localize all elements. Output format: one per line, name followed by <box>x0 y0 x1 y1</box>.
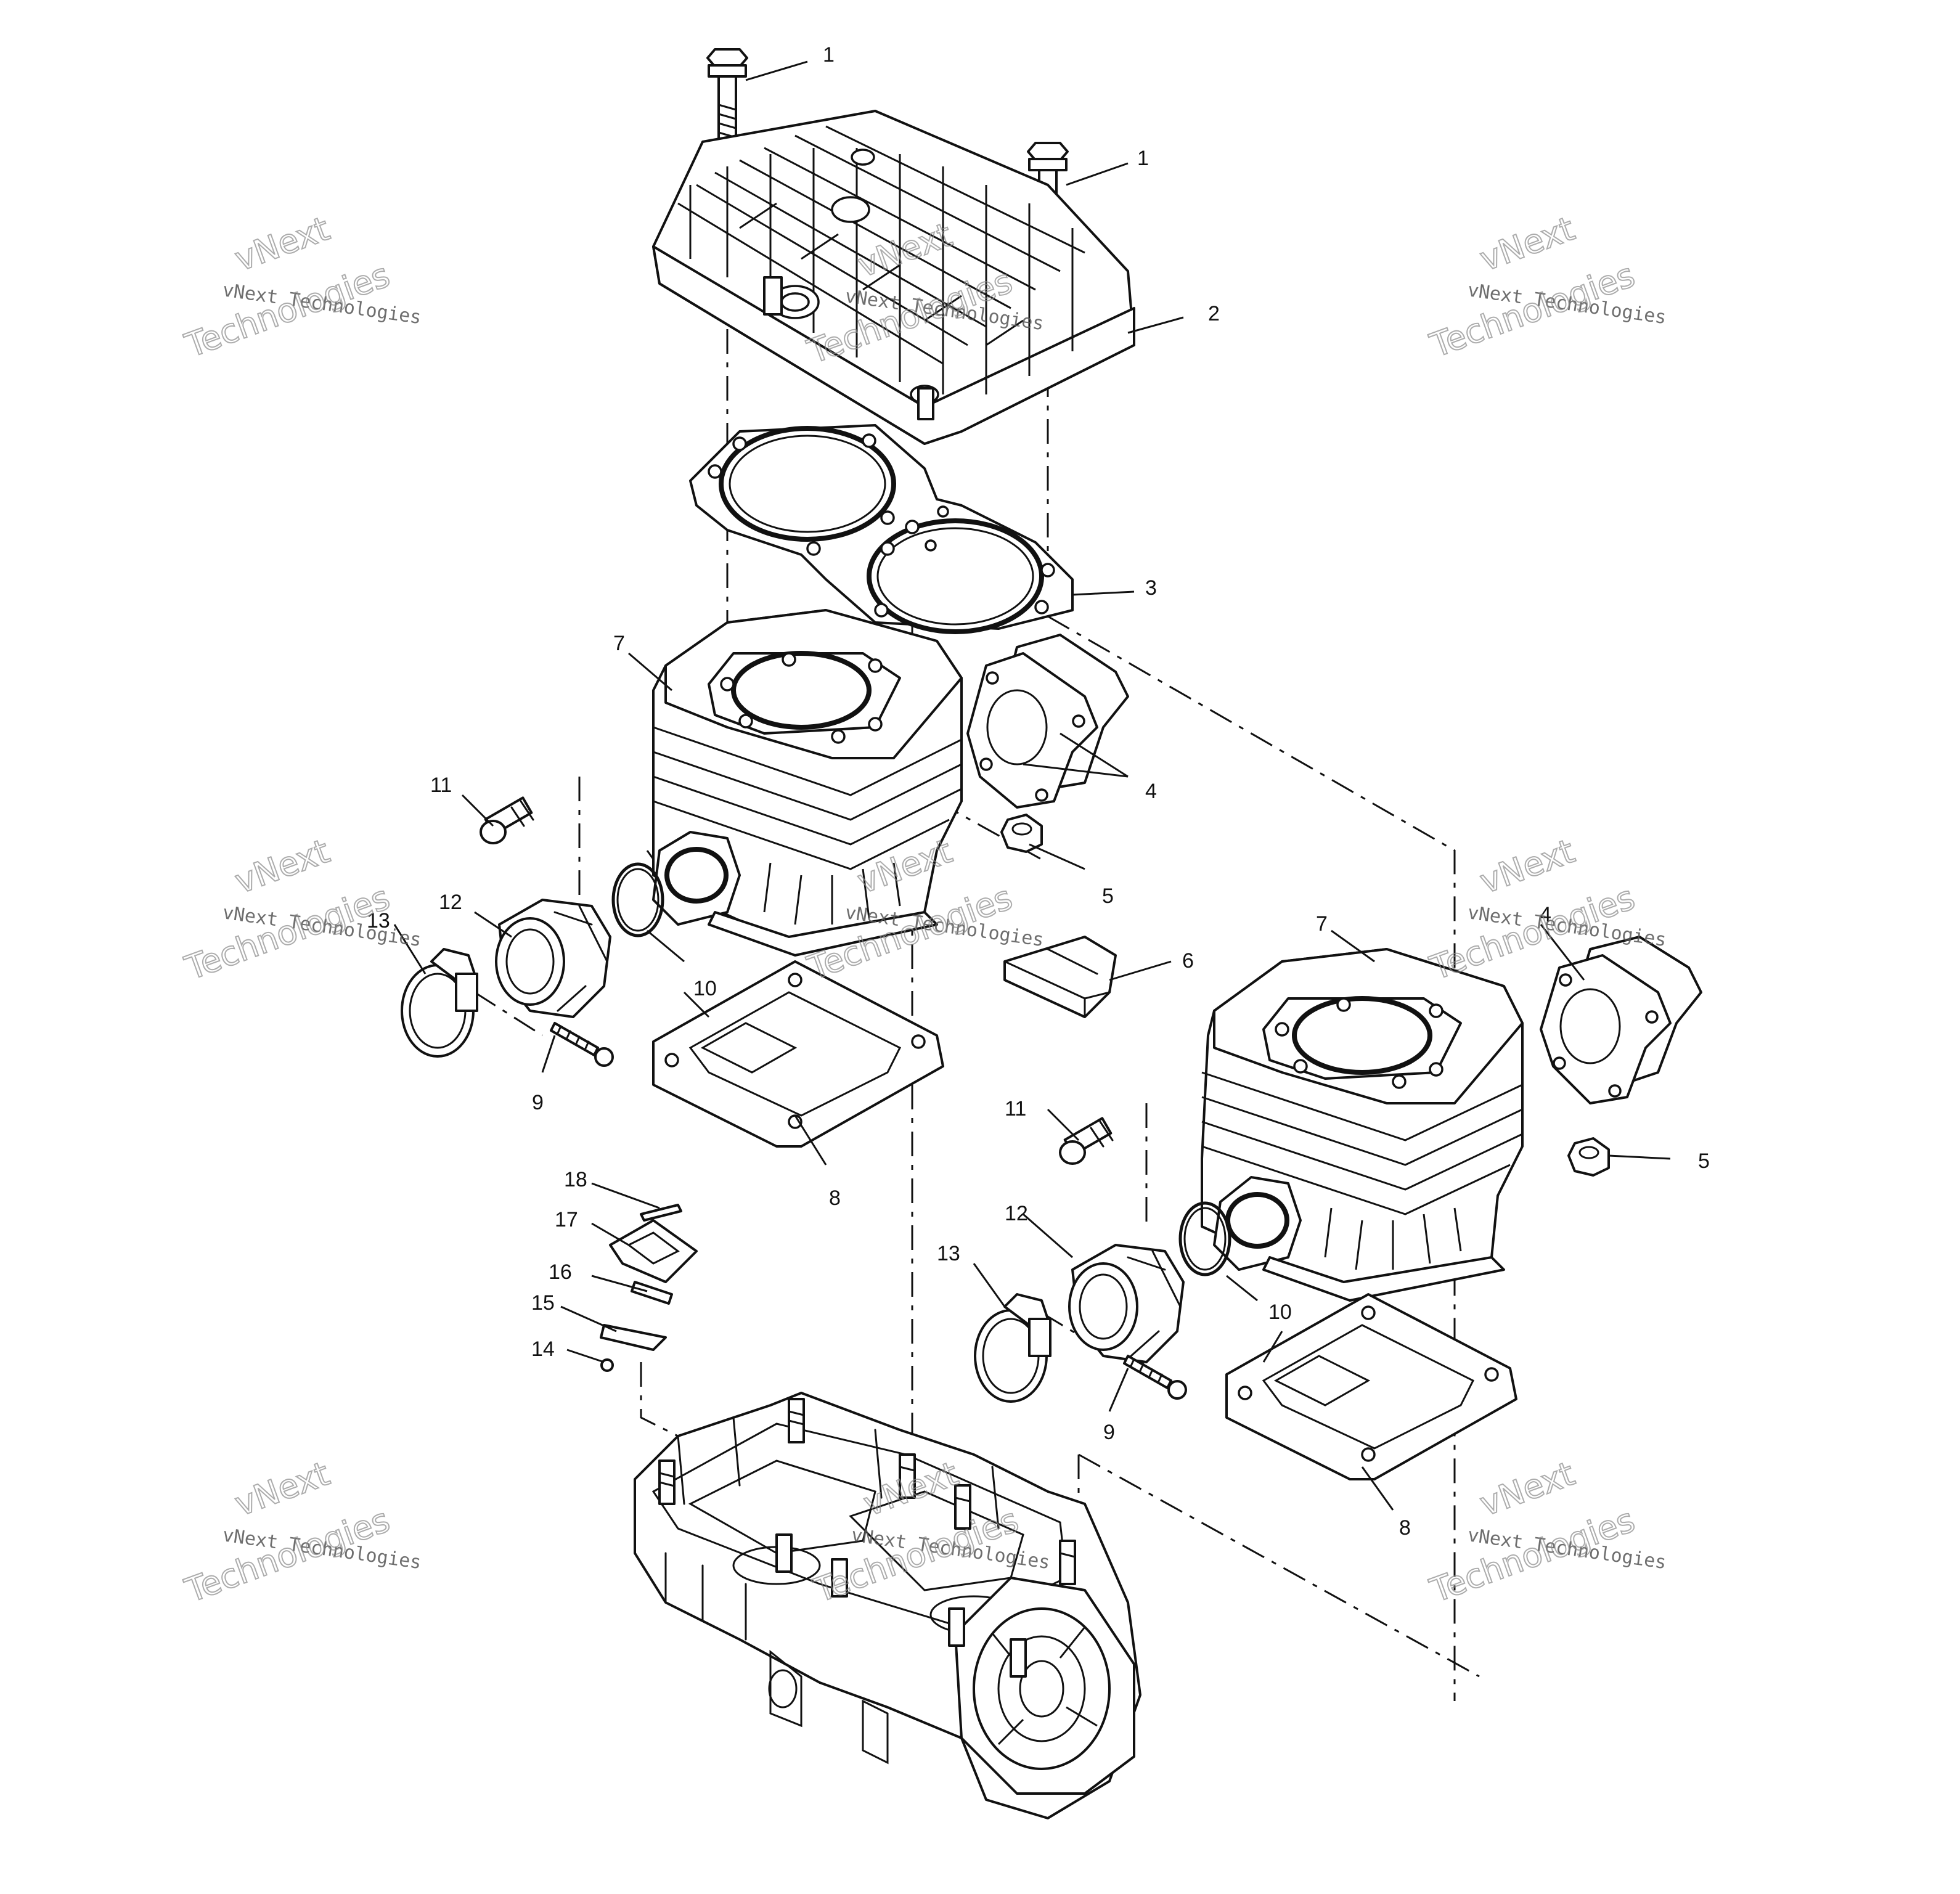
exhaust-nut-lower <box>1567 1137 1610 1177</box>
callout-11a: 11 <box>430 774 452 797</box>
intake-boot-lower <box>1068 1244 1185 1363</box>
o-ring-upper <box>611 862 664 937</box>
insert-block <box>1003 936 1117 1018</box>
crankcase <box>634 1392 1141 1819</box>
part-15-reed-plate <box>600 1324 667 1351</box>
callout-7b: 7 <box>1316 912 1328 936</box>
callout-15: 15 <box>531 1291 555 1315</box>
callout-11b: 11 <box>1005 1097 1026 1120</box>
cylinder-lower <box>1201 948 1524 1302</box>
callout-1a: 1 <box>823 43 835 67</box>
callout-3: 3 <box>1145 576 1157 600</box>
callout-6: 6 <box>1182 949 1194 973</box>
exhaust-gaskets-lower <box>1540 936 1702 1104</box>
exhaust-gaskets-upper <box>966 634 1129 809</box>
watermark-9: vNext vNext Technologies Technologies <box>1424 1453 1668 1611</box>
svg-text:vNext: vNext <box>230 831 335 901</box>
intake-screw-lower <box>1059 1117 1114 1165</box>
callout-1b: 1 <box>1137 147 1149 170</box>
callout-17: 17 <box>555 1208 578 1231</box>
intake-boot-upper <box>495 899 611 1018</box>
cylinder-head <box>652 110 1135 445</box>
callout-13b: 13 <box>937 1242 960 1265</box>
callout-9a: 9 <box>532 1091 544 1114</box>
part-18-reed-stop <box>640 1204 682 1222</box>
callout-labels: 1 1 2 3 4 5 6 7 8 9 10 11 12 13 7 4 5 11… <box>367 43 1710 1540</box>
callout-12b: 12 <box>1005 1202 1028 1225</box>
head-gasket <box>689 424 1074 634</box>
callout-10a: 10 <box>693 977 717 1000</box>
head-bolt-left <box>706 48 748 145</box>
watermark-1: vNext vNext Technologies Technologies <box>179 208 423 366</box>
callout-10b: 10 <box>1268 1300 1292 1324</box>
callout-14: 14 <box>531 1337 555 1361</box>
boot-screw-upper <box>550 1022 614 1067</box>
part-16-reed-petal <box>631 1281 673 1305</box>
callout-7a: 7 <box>613 632 625 655</box>
exhaust-nut-upper <box>1000 814 1043 853</box>
cylinder-upper <box>652 609 963 957</box>
callout-18: 18 <box>564 1168 587 1191</box>
callout-4b: 4 <box>1540 903 1551 926</box>
intake-screw-upper <box>480 796 534 844</box>
callout-12a: 12 <box>439 891 462 914</box>
base-gasket-lower <box>1225 1293 1517 1480</box>
boot-screw-lower <box>1123 1355 1187 1400</box>
o-ring-lower <box>1178 1201 1231 1276</box>
callout-4a: 4 <box>1145 780 1157 803</box>
part-14-screw <box>600 1358 614 1372</box>
callout-9b: 9 <box>1103 1421 1115 1444</box>
callout-16: 16 <box>549 1260 572 1284</box>
svg-text:vNext: vNext <box>230 209 335 279</box>
svg-text:vNext: vNext <box>1475 1454 1580 1524</box>
svg-text:vNext: vNext <box>1475 831 1580 901</box>
callout-13a: 13 <box>367 909 390 933</box>
reed-valve-assembly <box>600 1204 698 1372</box>
clamp-lower <box>974 1293 1051 1403</box>
base-gasket-upper <box>652 960 944 1148</box>
part-17-reed-cage <box>609 1219 698 1283</box>
callout-8a: 8 <box>829 1186 841 1210</box>
callout-5a: 5 <box>1102 884 1114 908</box>
callout-5b: 5 <box>1698 1149 1710 1173</box>
watermark-3: vNext vNext Technologies Technologies <box>1424 208 1668 366</box>
clamp-upper <box>401 948 478 1058</box>
watermark-4: vNext vNext Technologies Technologies <box>179 831 423 989</box>
svg-text:vNext: vNext <box>1475 209 1580 279</box>
svg-text:vNext: vNext <box>230 1454 335 1524</box>
watermark-7: vNext vNext Technologies Technologies <box>179 1453 423 1611</box>
leader-lines <box>393 60 1671 1511</box>
callout-2: 2 <box>1208 302 1220 325</box>
callout-8b: 8 <box>1399 1516 1411 1540</box>
